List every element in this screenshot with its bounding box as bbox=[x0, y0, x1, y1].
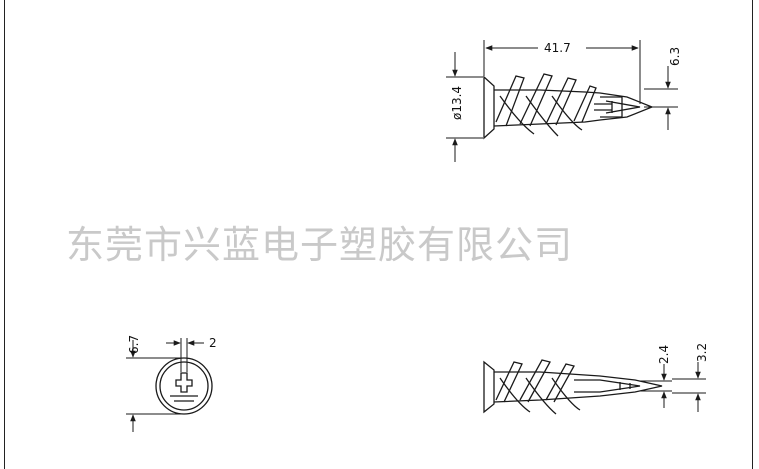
anchor-bottom-side-view bbox=[483, 359, 663, 415]
label-length: 41.7 bbox=[544, 41, 571, 55]
dimension-slot-width bbox=[166, 338, 204, 372]
company-watermark: 东莞市兴蓝电子塑胶有限公司 bbox=[66, 223, 574, 267]
dimension-head-height bbox=[126, 340, 182, 432]
frame-right-edge bbox=[752, 0, 753, 469]
label-flange-diameter: ø13.4 bbox=[450, 86, 464, 120]
dimension-tip-large bbox=[672, 362, 706, 412]
label-tip-offset: 6.3 bbox=[668, 47, 682, 66]
label-head-height: 6.7 bbox=[127, 335, 141, 354]
dimension-length bbox=[483, 40, 641, 104]
anchor-side-view bbox=[483, 73, 654, 140]
frame-left-edge bbox=[4, 0, 5, 469]
dimension-tip-small bbox=[640, 364, 672, 408]
dimension-flange-diameter bbox=[446, 52, 483, 162]
label-tip-small: 2.4 bbox=[657, 345, 671, 364]
label-slot-width: 2 bbox=[209, 336, 217, 350]
anchor-end-view bbox=[155, 357, 213, 415]
dimension-tip-offset bbox=[644, 66, 678, 130]
label-tip-large: 3.2 bbox=[695, 343, 709, 362]
